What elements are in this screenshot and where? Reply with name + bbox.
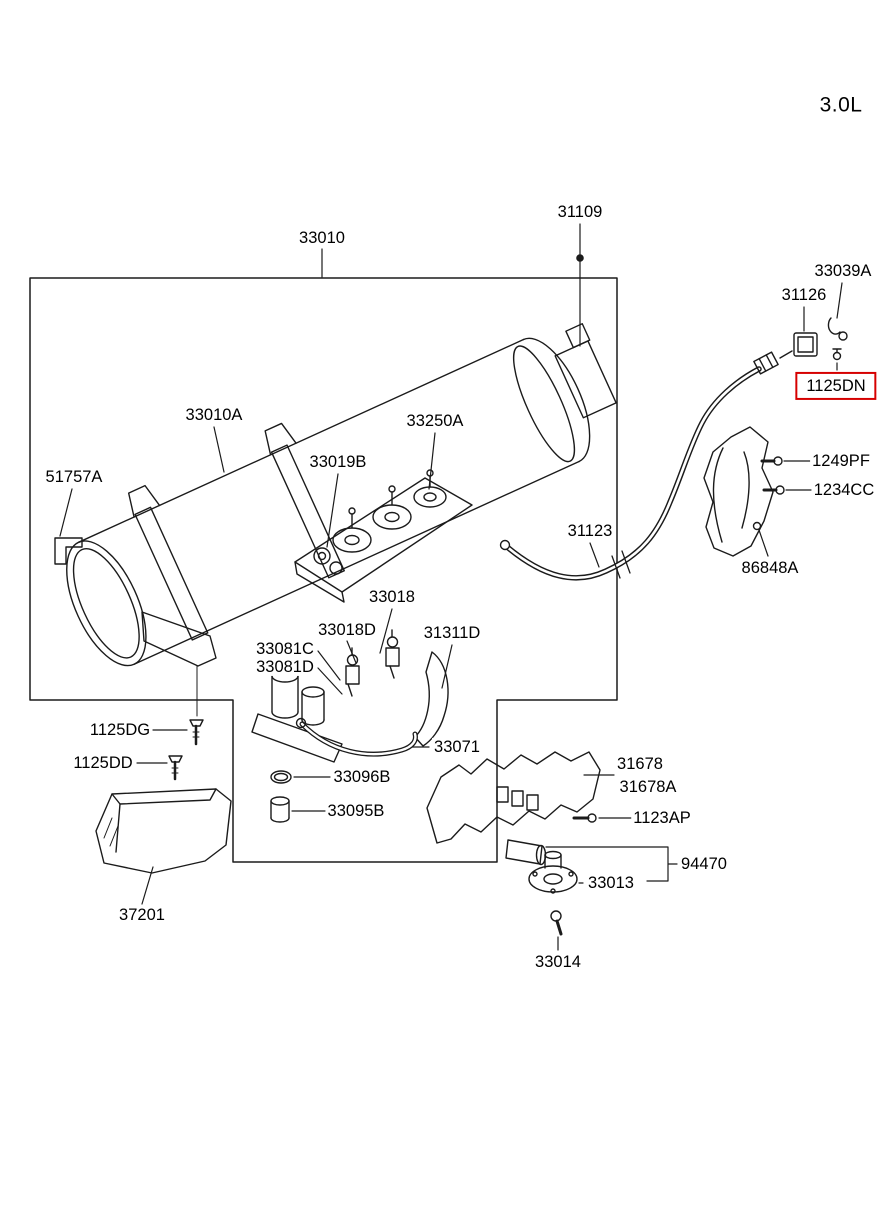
protector-bracket-86848A (703, 426, 785, 557)
clamp-31126 (793, 332, 818, 357)
part-label-1249PF[interactable]: 1249PF (810, 451, 872, 471)
part-label-33081D[interactable]: 33081D (254, 657, 316, 677)
part-label-33250A[interactable]: 33250A (404, 411, 466, 431)
cap-33095B (270, 796, 290, 823)
screw-1234CC (762, 485, 785, 495)
small-fasteners (168, 719, 204, 781)
part-label-1125DN-highlighted[interactable]: 1125DN (795, 371, 877, 401)
part-label-33095B[interactable]: 33095B (325, 801, 387, 821)
part-label-37201[interactable]: 37201 (117, 905, 167, 925)
bolt-1125DD (168, 755, 183, 781)
bolt-1125DG (189, 719, 204, 746)
screw-1249PF (760, 456, 783, 466)
clip-33039A (827, 317, 841, 335)
skid-plate-37201 (95, 788, 232, 874)
strap-tab (264, 422, 297, 456)
part-label-33010[interactable]: 33010 (297, 228, 347, 248)
part-label-33096B[interactable]: 33096B (331, 767, 393, 787)
heat-shield-31678 (426, 751, 601, 866)
bolt-33014 (550, 910, 563, 936)
part-label-94470[interactable]: 94470 (679, 854, 729, 874)
multivalve-assembly (251, 629, 449, 823)
engine-size-label: 3.0L (817, 93, 865, 117)
part-label-33019B[interactable]: 33019B (307, 452, 369, 472)
fuel-pipe-31123 (499, 350, 793, 581)
part-label-33018[interactable]: 33018 (367, 587, 417, 607)
l-bracket-51757A (54, 537, 83, 565)
screw-86848A (752, 521, 762, 531)
part-label-33081C[interactable]: 33081C (254, 639, 316, 659)
part-label-1125DD[interactable]: 1125DD (71, 753, 135, 773)
right-fitting-assembly (793, 317, 848, 361)
part-label-33013[interactable]: 33013 (586, 873, 636, 893)
main-outline-box (29, 277, 618, 863)
part-label-31678[interactable]: 31678 (615, 754, 665, 774)
screw-1125DN (832, 348, 842, 361)
part-label-33014[interactable]: 33014 (533, 952, 583, 972)
part-label-33010A[interactable]: 33010A (183, 405, 245, 425)
part-label-1125DG[interactable]: 1125DG (87, 720, 153, 740)
lpg-tank (66, 323, 617, 667)
tank-mount-bracket (141, 611, 217, 717)
pipe-end-fitting (753, 351, 779, 375)
tank-end-block (554, 340, 617, 419)
part-label-1234CC[interactable]: 1234CC (811, 480, 877, 500)
o-ring-33096B (270, 770, 292, 784)
part-label-51757A[interactable]: 51757A (43, 467, 105, 487)
strap-tab (127, 484, 161, 518)
part-label-31109[interactable]: 31109 (555, 202, 605, 222)
part-label-31126[interactable]: 31126 (779, 285, 829, 305)
part-label-33018D[interactable]: 33018D (316, 620, 378, 640)
part-label-31311D[interactable]: 31311D (421, 623, 483, 643)
stud-boss (565, 323, 591, 349)
part-label-86848A[interactable]: 86848A (739, 558, 801, 578)
part-label-31678A[interactable]: 31678A (617, 777, 679, 797)
part-label-1123AP[interactable]: 1123AP (631, 808, 693, 828)
part-label-31123[interactable]: 31123 (565, 521, 615, 541)
valve-plate-assembly (294, 469, 473, 603)
part-label-33071[interactable]: 33071 (432, 737, 482, 757)
part-label-33039A[interactable]: 33039A (812, 261, 874, 281)
screw-1123AP (572, 813, 597, 823)
tank-strap (134, 506, 209, 641)
regulator-33013 (528, 850, 578, 936)
